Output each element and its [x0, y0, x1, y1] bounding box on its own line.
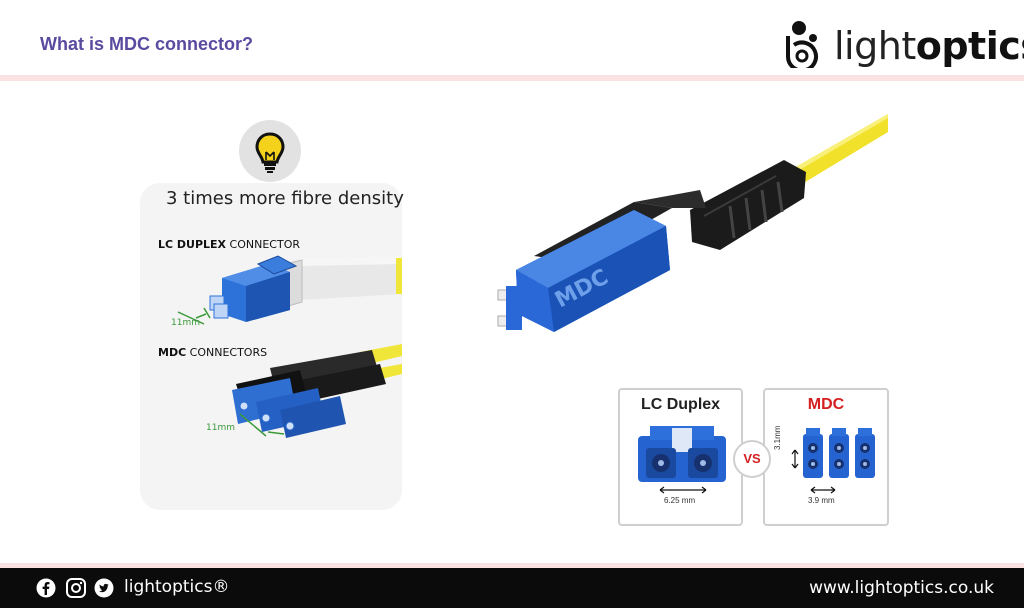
- mdc-connector-photo: MDC: [497, 114, 888, 332]
- lightoptics-logo: lightoptics: [782, 12, 1024, 70]
- logo-wordmark: lightoptics: [834, 24, 1024, 68]
- mdc-horizontal-arrow: [810, 486, 836, 494]
- lc-measurement: 11mm: [171, 318, 200, 328]
- mdc-title: MDC: [807, 396, 845, 413]
- header-divider: [0, 75, 1024, 81]
- mdc-width-label: 3.9 mm: [808, 496, 835, 505]
- footer-brand: lightoptics®: [124, 577, 230, 597]
- mdc-label-bold: MDC: [158, 346, 187, 359]
- logo-text-light: light: [834, 24, 916, 68]
- twitter-icon[interactable]: [94, 578, 114, 598]
- density-card: [140, 183, 402, 510]
- page-title: What is MDC connector?: [40, 34, 254, 54]
- lc-duplex-face-illustration: [638, 426, 726, 482]
- footer-bar: lightoptics® www.lightoptics.co.uk: [0, 568, 1024, 608]
- lc-duplex-comparison-box: LC Duplex: [618, 388, 743, 526]
- footer-divider: [0, 563, 1024, 568]
- mdc-connectors-illustration: [232, 344, 402, 438]
- lc-dimension-label: 6.25 mm: [664, 496, 696, 505]
- mdc-measurement: 11mm: [206, 423, 235, 433]
- mdc-face-illustration: [803, 428, 875, 478]
- logo-mark-icon: [785, 21, 818, 68]
- mdc-comparison-box: MDC: [763, 388, 889, 526]
- density-tagline: 3 times more fibre density: [166, 188, 404, 209]
- instagram-icon[interactable]: [66, 578, 86, 598]
- lc-label-rest: CONNECTOR: [226, 238, 300, 251]
- facebook-icon[interactable]: [36, 578, 56, 598]
- lc-duplex-connector-illustration: [177, 255, 402, 325]
- vs-badge: VS: [733, 440, 771, 478]
- lc-duplex-title: LC Duplex: [640, 396, 721, 413]
- mdc-vertical-arrow: [791, 449, 799, 469]
- mdc-label-rest: CONNECTORS: [186, 346, 268, 359]
- bulb-badge: [239, 120, 301, 182]
- footer-website-link[interactable]: www.lightoptics.co.uk: [809, 578, 994, 598]
- lc-duplex-label: LC DUPLEX CONNECTOR: [158, 238, 300, 251]
- mdc-connectors-label: MDC CONNECTORS: [158, 346, 267, 359]
- lc-dimension-arrow: [659, 486, 707, 494]
- logo-text-bold: optics: [915, 24, 1024, 68]
- mdc-height-label: 3.1mm: [773, 425, 782, 450]
- lightbulb-icon: [255, 132, 285, 173]
- lc-label-bold: LC DUPLEX: [158, 238, 227, 251]
